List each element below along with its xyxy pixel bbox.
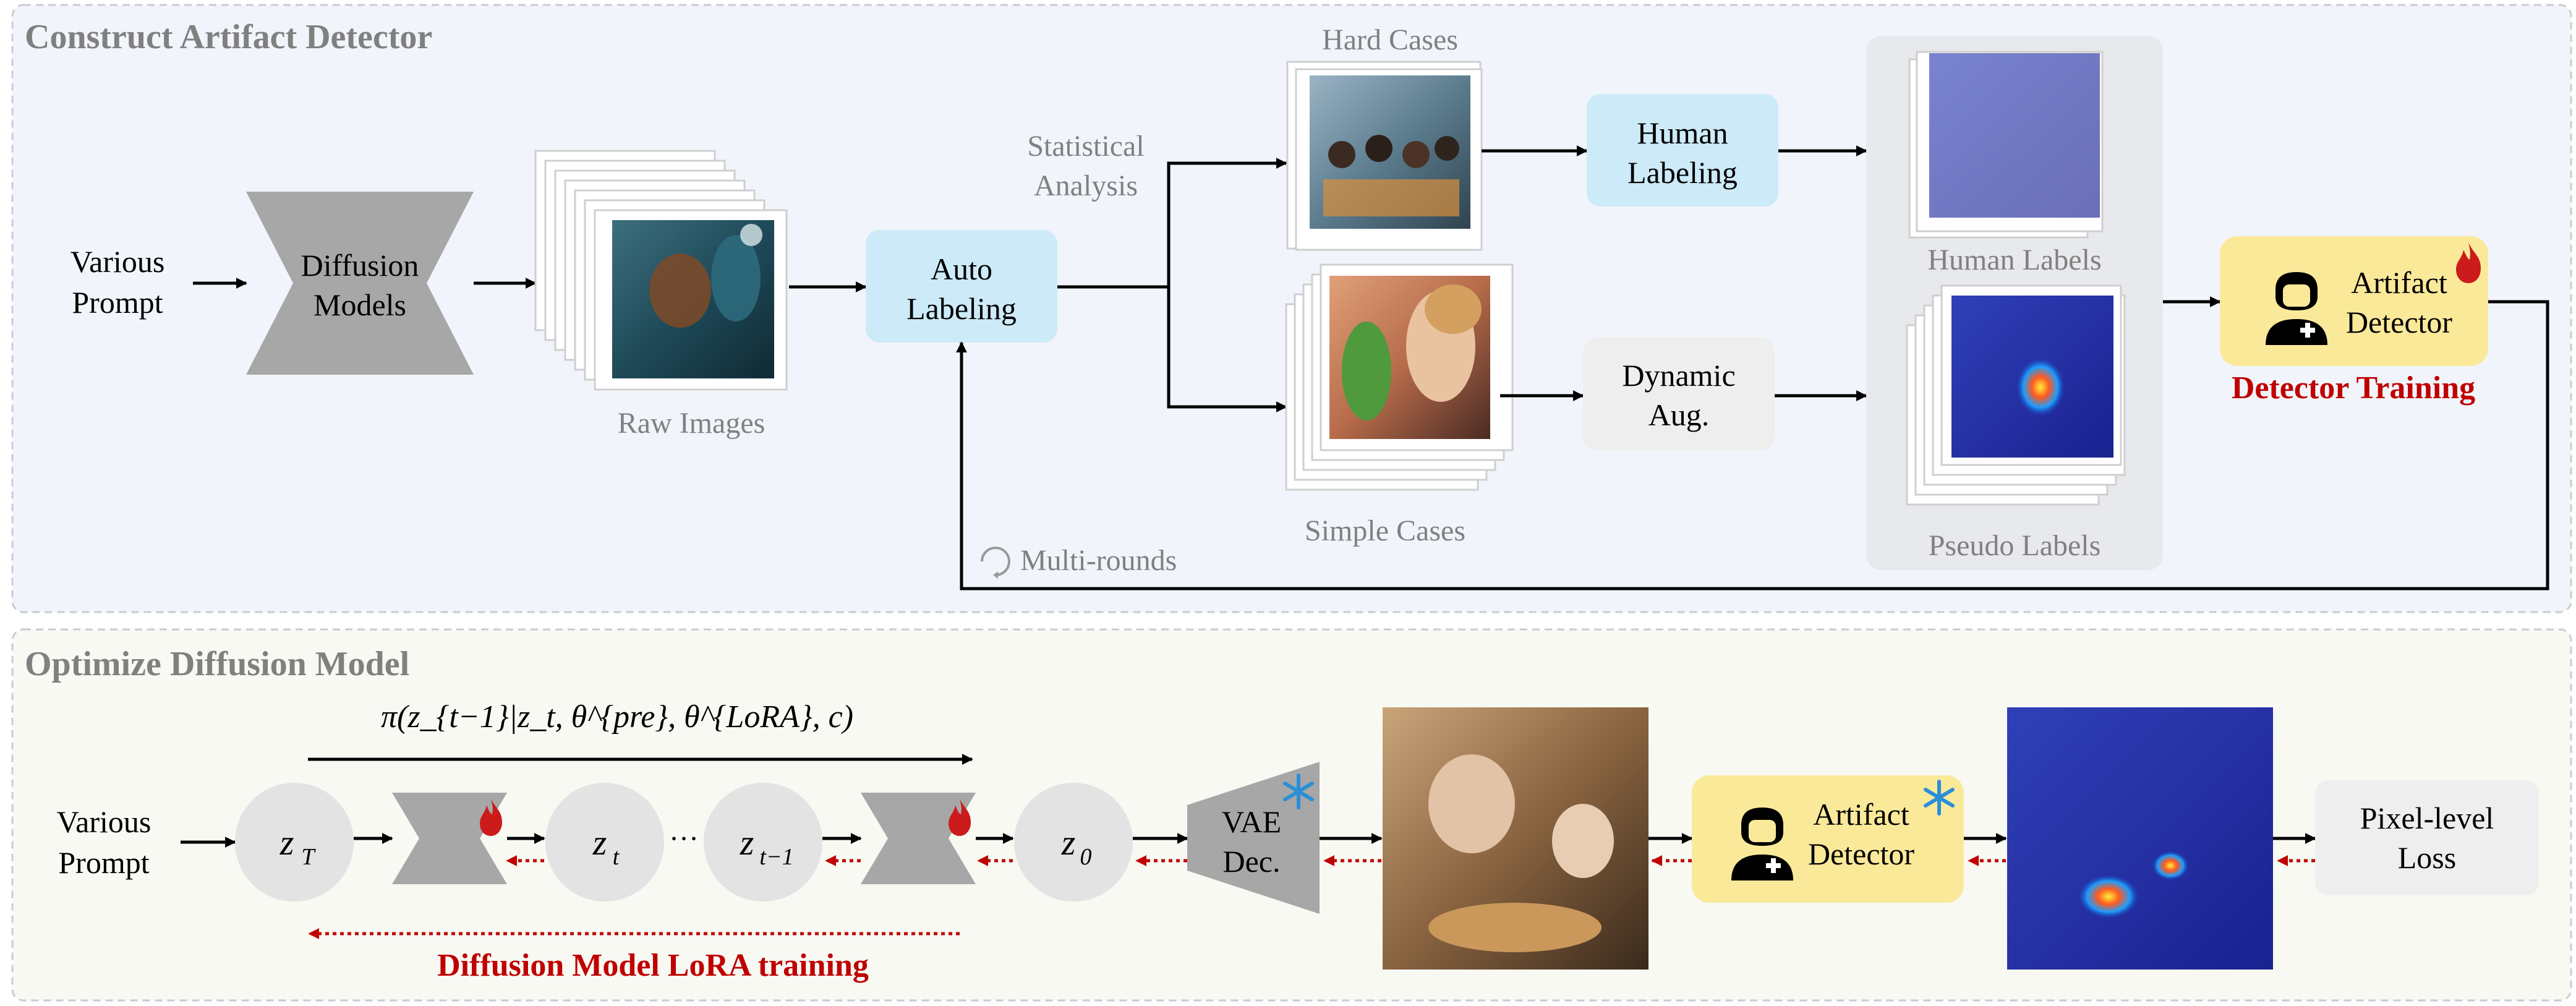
human-labels-stack bbox=[1908, 51, 2104, 239]
hard-cases-label: Hard Cases bbox=[1322, 23, 1458, 56]
doctor-icon bbox=[2266, 272, 2327, 345]
bottom-prompt-line1: Various bbox=[57, 804, 151, 839]
pixel-loss-line2: Loss bbox=[2398, 840, 2456, 875]
section-title-top: Construct Artifact Detector bbox=[25, 18, 432, 56]
statistical-analysis-line1: Statistical bbox=[1027, 130, 1144, 163]
node-z0-z: z bbox=[1061, 822, 1076, 863]
top-prompt-line2: Prompt bbox=[72, 285, 163, 320]
simple-cases-stack bbox=[1285, 263, 1514, 491]
node-zt: z t bbox=[545, 783, 664, 902]
unet-block-2 bbox=[861, 793, 976, 884]
doctor-icon bbox=[1731, 808, 1793, 880]
artifact-map-image bbox=[2007, 707, 2273, 970]
node-zt1-z: z bbox=[740, 822, 754, 863]
pseudo-labels-stack bbox=[1906, 284, 2126, 506]
bottom-prompt-line2: Prompt bbox=[58, 845, 149, 880]
dynamic-aug-line1: Dynamic bbox=[1622, 358, 1735, 393]
node-z0-sub: 0 bbox=[1080, 844, 1092, 870]
snowflake-icon bbox=[1283, 774, 1314, 809]
node-zt1-sub: t−1 bbox=[759, 844, 793, 870]
pixel-loss-line1: Pixel-level bbox=[2360, 801, 2494, 835]
node-zt-z: z bbox=[592, 822, 607, 863]
vae-line2: Dec. bbox=[1223, 844, 1281, 879]
human-labeling-line1: Human bbox=[1637, 116, 1728, 150]
diffusion-models-shape bbox=[246, 192, 474, 375]
pseudo-labels-label: Pseudo Labels bbox=[1929, 529, 2101, 562]
bottom-detector-line1: Artifact bbox=[1813, 797, 1909, 832]
diffusion-models-block: Diffusion Models bbox=[246, 192, 474, 375]
detector-training-label: Detector Training bbox=[2232, 370, 2475, 406]
node-z0: z 0 bbox=[1014, 783, 1133, 902]
section-title-bottom: Optimize Diffusion Model bbox=[25, 645, 409, 683]
ellipsis: ··· bbox=[669, 822, 699, 855]
auto-labeling-box: Auto Labeling bbox=[866, 230, 1057, 343]
dynamic-aug-line2: Aug. bbox=[1648, 398, 1710, 432]
vae-line1: VAE bbox=[1222, 804, 1281, 839]
snowflake-icon bbox=[1924, 780, 1955, 816]
top-prompt-line1: Various bbox=[70, 244, 165, 279]
pixel-loss-box: Pixel-level Loss bbox=[2315, 780, 2539, 895]
refresh-icon bbox=[981, 547, 1010, 579]
hard-cases-stack bbox=[1286, 61, 1483, 251]
top-detector-line2: Detector bbox=[2346, 305, 2452, 339]
human-labeling-box: Human Labeling bbox=[1587, 94, 1778, 207]
top-detector-line1: Artifact bbox=[2351, 265, 2447, 300]
diffusion-models-line2: Models bbox=[313, 288, 406, 322]
multi-rounds-label: Multi-rounds bbox=[1020, 544, 1177, 577]
node-zt1: z t−1 bbox=[704, 783, 822, 902]
dynamic-aug-box: Dynamic Aug. bbox=[1583, 338, 1775, 450]
top-prompt: Various Prompt bbox=[70, 244, 165, 320]
policy-formula: π(z_{t−1}|z_t, θ^{pre}, θ^{LoRA}, c) bbox=[381, 699, 853, 735]
bottom-artifact-detector: Artifact Detector bbox=[1692, 775, 1964, 903]
statistical-analysis-line2: Analysis bbox=[1034, 169, 1138, 202]
human-label-map bbox=[1929, 53, 2100, 218]
node-zT-sub: T bbox=[301, 844, 316, 870]
unet-block-1 bbox=[392, 793, 507, 884]
auto-labeling-line2: Labeling bbox=[906, 291, 1017, 326]
simple-cases-label: Simple Cases bbox=[1305, 514, 1465, 547]
node-zt-sub: t bbox=[613, 844, 620, 870]
split-arrows bbox=[1057, 158, 1287, 412]
fire-icon bbox=[949, 799, 971, 836]
diffusion-models-line1: Diffusion bbox=[301, 248, 419, 283]
top-artifact-detector: Artifact Detector bbox=[2220, 236, 2488, 366]
raw-images-stack bbox=[534, 150, 788, 391]
human-labels-label: Human Labels bbox=[1927, 244, 2101, 276]
fire-icon bbox=[2456, 242, 2481, 283]
node-zT-z: z bbox=[279, 822, 294, 863]
auto-labeling-line1: Auto bbox=[931, 252, 992, 286]
vae-decoder: VAE Dec. bbox=[1187, 762, 1320, 914]
fire-icon bbox=[480, 799, 502, 836]
lora-training-label: Diffusion Model LoRA training bbox=[437, 948, 869, 983]
bottom-detector-line2: Detector bbox=[1808, 837, 1914, 871]
human-labeling-line2: Labeling bbox=[1627, 155, 1738, 190]
feedback-loop-arrow bbox=[956, 300, 2549, 590]
bottom-prompt: Various Prompt bbox=[57, 804, 151, 880]
generated-image bbox=[1383, 707, 1648, 970]
raw-images-label: Raw Images bbox=[618, 407, 766, 440]
node-zT: z T bbox=[235, 783, 354, 902]
